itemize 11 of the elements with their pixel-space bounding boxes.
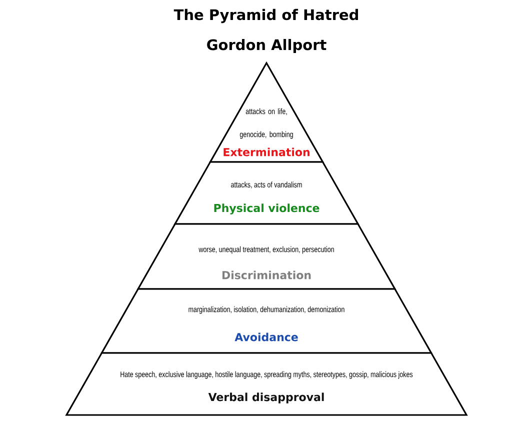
level-name: Verbal disapproval (208, 392, 324, 404)
level-name: Discrimination (222, 270, 311, 280)
level-name: Extermination (224, 148, 310, 156)
level-description: attacks, acts of vandalism (231, 182, 302, 188)
level-name: Physical violence (214, 204, 320, 214)
level-description: worse, unequal treatment, exclusion, persecution (198, 246, 334, 254)
level-description: marginalization, isolation, dehumanization, demonization (188, 306, 344, 314)
level-description: attacks on life, genocide, bombing (240, 108, 293, 139)
title: The Pyramid of Hatred (174, 8, 358, 24)
level-name: Avoidance (234, 332, 298, 342)
level-description: Hate speech, exclusive language, hostile language, spreading myths, stereotypes, gossip, malicious jokes (120, 371, 413, 379)
